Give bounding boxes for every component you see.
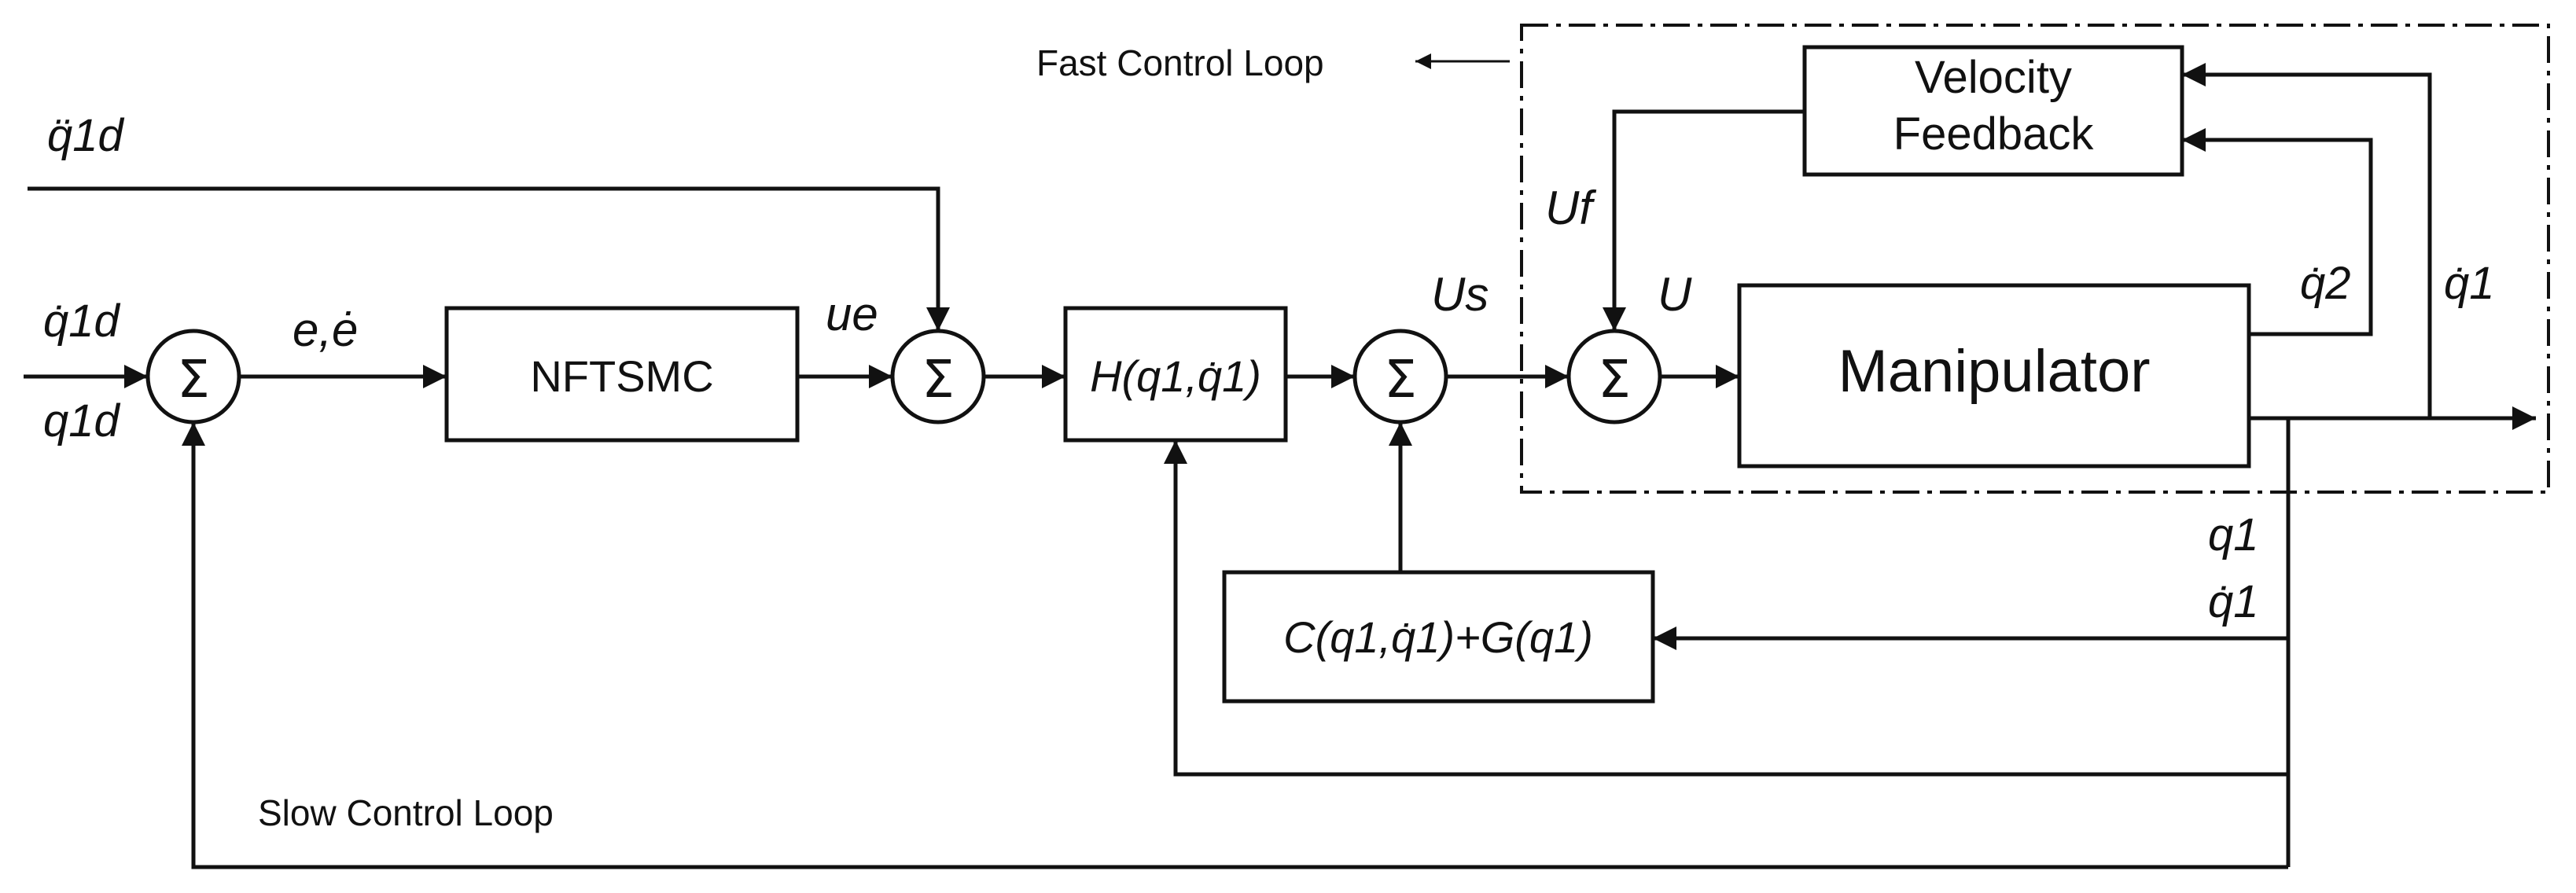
svg-text:Σ: Σ [177, 349, 210, 410]
summing-junction-1: Σ [145, 329, 241, 424]
error-label: e,ė [293, 303, 358, 356]
u-label: U [1658, 268, 1692, 321]
qd1-feedback-label: q̇1 [2208, 576, 2259, 627]
cg-block-label: C(q1,q̇1)+G(q1) [1283, 612, 1593, 662]
h-block [1063, 306, 1288, 443]
fast-loop-region [1520, 24, 2550, 494]
manipulator-label: Manipulator [1838, 338, 2150, 405]
manipulator-block [1737, 283, 2251, 469]
us-label: Us [1431, 268, 1489, 321]
svg-text:Σ: Σ [1384, 349, 1417, 410]
h-block-label: H(q1,q̇1) [1090, 351, 1261, 401]
q1d-label: q1d [43, 395, 121, 446]
q1-feedback-label: q1 [2208, 509, 2259, 560]
ue-label: ue [826, 288, 878, 340]
qd1-feedback-line [2182, 63, 2432, 418]
cg-block [1222, 570, 1655, 704]
svg-text:Σ: Σ [922, 349, 955, 410]
uf-label: Uf [1545, 182, 1596, 234]
slow-loop-label: Slow Control Loop [258, 792, 554, 833]
slow-loop-feedback-line [182, 422, 2288, 869]
svg-text:Σ: Σ [1598, 349, 1631, 410]
qd1d-label: q̇1d [43, 296, 121, 347]
velocity-feedback-label-1: Velocity [1915, 52, 2072, 103]
summing-junction-4: Σ [1566, 329, 1662, 424]
nftsmc-label: NFTSMC [530, 351, 713, 401]
qd1-output-label: q̇1 [2444, 258, 2495, 309]
uf-line [1603, 109, 1805, 331]
summing-junction-2: Σ [890, 329, 986, 424]
velocity-feedback-label-2: Feedback [1893, 108, 2095, 160]
acceleration-feedforward-line [28, 186, 950, 331]
qd2-feedback-line [2182, 128, 2373, 336]
fast-loop-label: Fast Control Loop [1036, 42, 1324, 83]
velocity-feedback-block [1802, 45, 2184, 177]
nftsmc-block [444, 306, 800, 443]
qdd1d-label: q̈1d [47, 110, 125, 161]
summing-junction-3: Σ [1352, 329, 1448, 424]
qd2-label: q̇2 [2300, 258, 2351, 309]
h-feedback-line [1164, 440, 2288, 777]
